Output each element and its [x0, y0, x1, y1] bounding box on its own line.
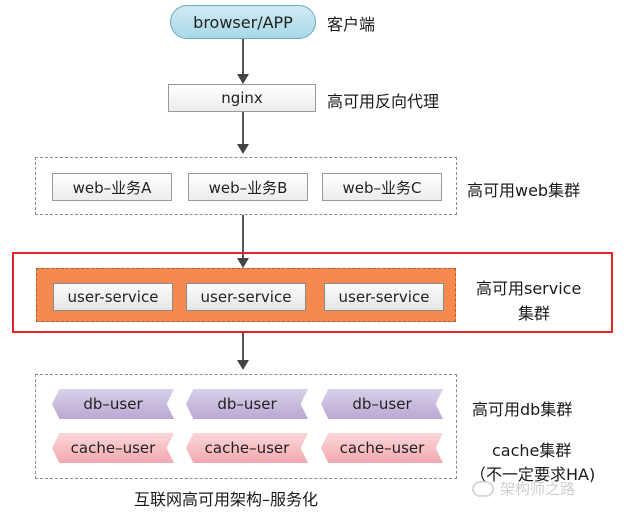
cache-node-1-label: cache–user — [70, 439, 156, 457]
service-node-3: user-service — [324, 283, 444, 311]
cache-node-2: cache–user — [186, 433, 308, 463]
service-node-1-label: user-service — [67, 288, 159, 306]
connector-service-data — [242, 333, 244, 361]
cache-cluster-label-line1: cache集群 — [492, 441, 572, 460]
db-node-1-label: db–user — [83, 395, 143, 413]
web-node-c: web–业务C — [322, 173, 442, 201]
connector-web-service — [242, 215, 244, 259]
cache-node-1: cache–user — [52, 433, 174, 463]
proxy-label: 高可用反向代理 — [327, 92, 440, 111]
service-node-3-label: user-service — [338, 288, 430, 306]
diagram-caption: 互联网高可用架构–服务化 — [134, 490, 319, 509]
service-node-2: user-service — [186, 283, 306, 311]
data-cluster-frame — [35, 374, 457, 479]
arrowhead-web — [237, 144, 249, 154]
service-cluster-label-line2: 集群 — [518, 304, 551, 323]
web-node-b-label: web–业务B — [208, 178, 288, 197]
service-cluster-label-line1: 高可用service — [476, 279, 582, 298]
web-node-a-label: web–业务A — [72, 178, 152, 197]
cache-node-2-label: cache–user — [204, 439, 290, 457]
web-node-b: web–业务B — [188, 173, 308, 201]
client-node: browser/APP — [170, 5, 316, 39]
db-cluster-label: 高可用db集群 — [472, 400, 573, 419]
web-node-a: web–业务A — [52, 173, 172, 201]
web-cluster-label: 高可用web集群 — [467, 181, 581, 200]
arrowhead-proxy — [237, 74, 249, 84]
cache-node-3: cache–user — [321, 433, 443, 463]
watermark-text: 架构师之路 — [500, 480, 576, 498]
client-label: 客户端 — [327, 15, 376, 34]
web-node-c-label: web–业务C — [342, 178, 422, 197]
arrowhead-service — [237, 258, 249, 268]
db-node-2: db–user — [186, 389, 308, 419]
arrowhead-data — [237, 360, 249, 370]
connector-proxy-web — [242, 112, 244, 145]
db-node-2-label: db–user — [217, 395, 277, 413]
proxy-node-label: nginx — [221, 89, 263, 107]
web-cluster-frame — [35, 157, 457, 215]
watermark: 架构师之路 — [472, 478, 575, 499]
db-node-1: db–user — [52, 389, 174, 419]
cache-cluster-label-line2: （不一定要求HA) — [470, 465, 596, 484]
db-node-3-label: db–user — [352, 395, 412, 413]
service-highlight-frame — [12, 252, 613, 333]
service-node-2-label: user-service — [200, 288, 292, 306]
service-node-1: user-service — [53, 283, 173, 311]
client-node-label: browser/APP — [193, 12, 293, 32]
chat-bubble-icon — [472, 480, 494, 497]
cache-node-3-label: cache–user — [339, 439, 425, 457]
proxy-node: nginx — [168, 84, 316, 112]
db-node-3: db–user — [321, 389, 443, 419]
connector-client-proxy — [242, 39, 244, 75]
